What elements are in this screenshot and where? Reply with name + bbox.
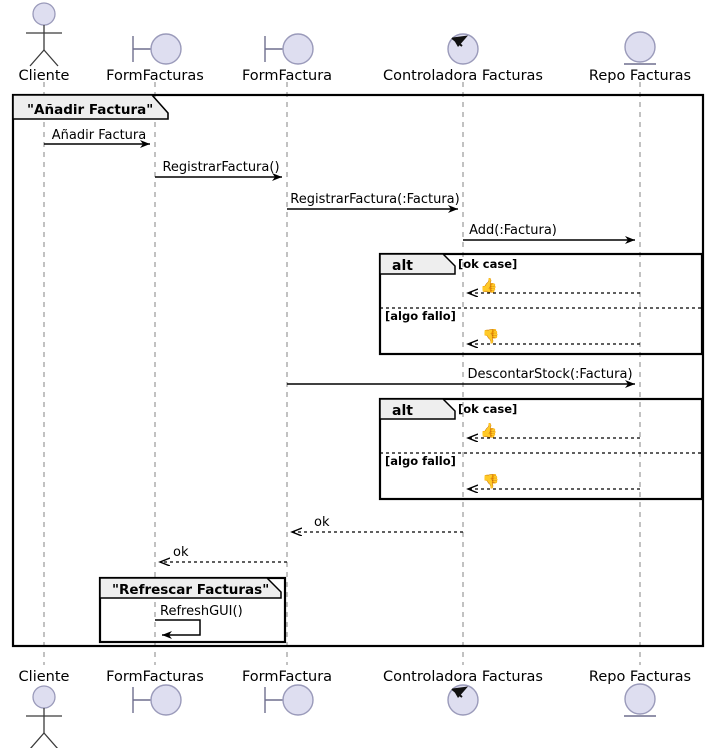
- message-registrarfactura[interactable]: RegistrarFactura(): [155, 160, 282, 181]
- entity-icon: [624, 31, 656, 65]
- fragment-keyword: alt: [392, 403, 413, 419]
- frame-anadir-factura[interactable]: "Añadir Factura": [11, 93, 705, 648]
- participant-foot-cliente[interactable]: Cliente: [19, 669, 70, 748]
- participant-label-repo-facturas: Repo Facturas: [589, 68, 691, 84]
- message-anadir-factura[interactable]: Añadir Factura: [44, 128, 150, 148]
- message-refreshgui-self[interactable]: RefreshGUI(): [155, 604, 243, 639]
- participant-head-repo-facturas[interactable]: Repo Facturas: [589, 31, 691, 84]
- fragment-guard-fail: [algo fallo]: [385, 454, 456, 468]
- lifelines-group: [43, 82, 641, 665]
- message-add-factura[interactable]: Add(:Factura): [463, 223, 635, 244]
- participant-label-formfacturas-bottom: FormFacturas: [106, 669, 204, 685]
- message-label: Add(:Factura): [469, 223, 557, 238]
- message-label: RegistrarFactura(): [162, 160, 279, 175]
- frame-title-anadir-factura: "Añadir Factura": [27, 102, 153, 118]
- thumbs-down-icon: 👎: [482, 328, 499, 345]
- message-return-ok-controladora[interactable]: ok: [292, 515, 463, 532]
- message-return-fail-2[interactable]: 👎: [468, 473, 640, 490]
- message-label: RefreshGUI(): [160, 604, 243, 619]
- participant-head-controladora-facturas[interactable]: Controladora Facturas: [383, 33, 543, 84]
- message-return-ok-formfactura[interactable]: ok: [160, 545, 287, 562]
- participant-foot-formfacturas[interactable]: FormFacturas: [106, 669, 204, 716]
- participant-label-repo-facturas-bottom: Repo Facturas: [589, 669, 691, 685]
- message-return-fail-1[interactable]: 👎: [468, 328, 640, 345]
- boundary-icon: [132, 33, 182, 65]
- participant-head-formfactura[interactable]: FormFactura: [242, 33, 332, 84]
- fragment-alt-1[interactable]: alt [ok case] [algo fallo]: [378, 252, 704, 356]
- participant-label-cliente: Cliente: [19, 68, 70, 84]
- participant-label-controladora-facturas-bottom: Controladora Facturas: [383, 669, 543, 685]
- message-label: ok: [314, 515, 330, 530]
- message-label: ok: [173, 545, 189, 560]
- entity-icon: [624, 683, 656, 717]
- participant-foot-repo-facturas[interactable]: Repo Facturas: [589, 669, 691, 717]
- thumbs-up-icon: 👍: [480, 277, 497, 294]
- boundary-icon: [132, 684, 182, 716]
- message-label: Añadir Factura: [52, 128, 147, 143]
- actor-stick-figure-icon: [26, 685, 62, 748]
- participant-foot-controladora-facturas[interactable]: Controladora Facturas: [383, 669, 543, 716]
- thumbs-up-icon: 👍: [480, 422, 497, 439]
- message-descontarstock[interactable]: DescontarStock(:Factura): [287, 367, 635, 388]
- thumbs-down-icon: 👎: [482, 473, 499, 490]
- fragment-guard-ok: [ok case]: [458, 402, 517, 416]
- boundary-icon: [264, 684, 314, 716]
- actor-stick-figure-icon: [26, 2, 62, 67]
- message-label: DescontarStock(:Factura): [467, 367, 632, 382]
- control-icon: [447, 33, 479, 65]
- message-return-ok-2[interactable]: 👍: [468, 422, 640, 439]
- participant-head-cliente[interactable]: Cliente: [19, 2, 70, 84]
- participant-head-formfacturas[interactable]: FormFacturas: [106, 33, 204, 84]
- message-registrarfactura-factura[interactable]: RegistrarFactura(:Factura): [287, 192, 460, 213]
- participant-foot-formfactura[interactable]: FormFactura: [242, 669, 332, 716]
- boundary-icon: [264, 33, 314, 65]
- control-icon: [447, 684, 479, 716]
- participant-label-cliente-bottom: Cliente: [19, 669, 70, 685]
- fragment-title-refrescar-facturas: "Refrescar Facturas": [112, 582, 269, 598]
- fragment-guard-fail: [algo fallo]: [385, 309, 456, 323]
- participant-label-formfactura-bottom: FormFactura: [242, 669, 332, 685]
- message-return-ok-1[interactable]: 👍: [468, 277, 640, 294]
- fragment-guard-ok: [ok case]: [458, 257, 517, 271]
- participant-label-formfacturas: FormFacturas: [106, 68, 204, 84]
- message-label: RegistrarFactura(:Factura): [290, 192, 459, 207]
- fragment-alt-2[interactable]: alt [ok case] [algo fallo]: [378, 397, 704, 501]
- participant-label-formfactura: FormFactura: [242, 68, 332, 84]
- fragment-refrescar-facturas[interactable]: "Refrescar Facturas": [98, 576, 287, 644]
- fragment-keyword: alt: [392, 258, 413, 274]
- participant-label-controladora-facturas: Controladora Facturas: [383, 68, 543, 84]
